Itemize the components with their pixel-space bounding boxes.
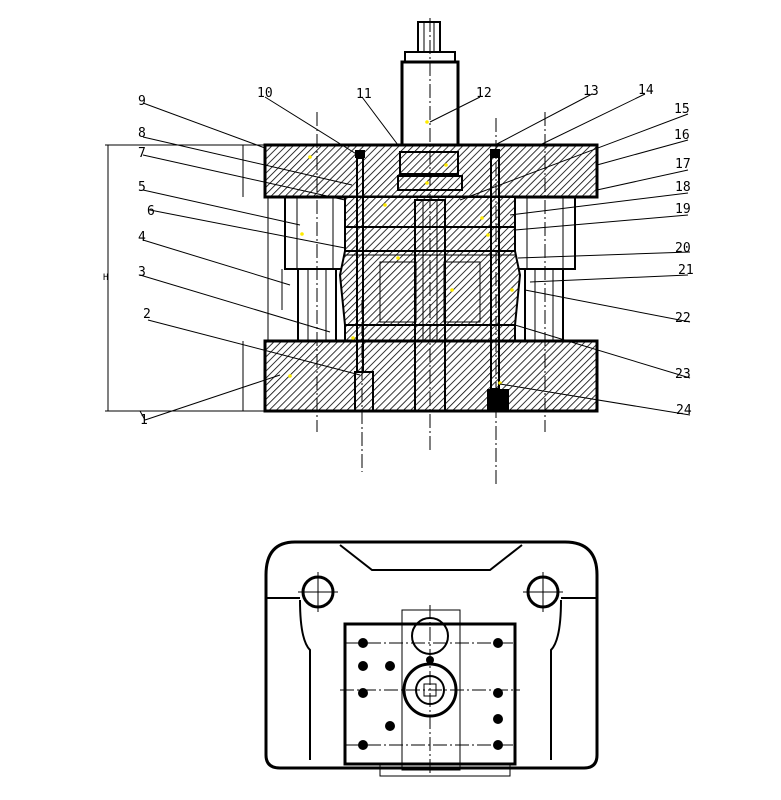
callout-10: 10 <box>257 86 273 101</box>
lower-die-plate <box>263 339 599 413</box>
marker-dots <box>288 120 514 385</box>
callout-2: 2 <box>143 307 151 322</box>
upper-die-plate <box>263 143 599 199</box>
centerlines <box>316 18 546 485</box>
dimension-overall-height: H <box>103 273 108 283</box>
callout-9: 9 <box>138 94 146 109</box>
callout-8: 8 <box>138 126 146 141</box>
callout-7: 7 <box>138 146 146 161</box>
callout-18: 18 <box>675 180 691 195</box>
callout-12: 12 <box>476 86 492 101</box>
callout-20: 20 <box>675 241 691 256</box>
callout-5: 5 <box>138 180 146 195</box>
callout-15: 15 <box>674 102 690 117</box>
callout-6: 6 <box>147 204 155 219</box>
callout-1: 1 <box>140 413 148 428</box>
callout-3: 3 <box>138 265 146 280</box>
bolts <box>355 149 500 390</box>
callout-23: 23 <box>675 367 691 382</box>
leader-lines <box>139 93 691 421</box>
callout-labels: 1 2 3 4 5 6 7 8 9 10 11 12 13 14 15 16 1… <box>138 83 694 428</box>
callout-21: 21 <box>678 263 694 278</box>
guide-holes <box>298 572 563 612</box>
callout-13: 13 <box>583 84 599 99</box>
callout-14: 14 <box>638 83 654 98</box>
callout-17: 17 <box>675 157 691 172</box>
callout-24: 24 <box>676 403 692 418</box>
section-view: H <box>103 18 694 485</box>
callout-22: 22 <box>675 311 691 326</box>
dimension-lines: H <box>103 144 283 421</box>
callout-4: 4 <box>138 230 146 245</box>
plan-bolt-holes <box>358 638 503 750</box>
plan-view <box>264 540 599 777</box>
callout-19: 19 <box>675 202 691 217</box>
callout-11: 11 <box>356 87 372 102</box>
callout-16: 16 <box>674 128 690 143</box>
